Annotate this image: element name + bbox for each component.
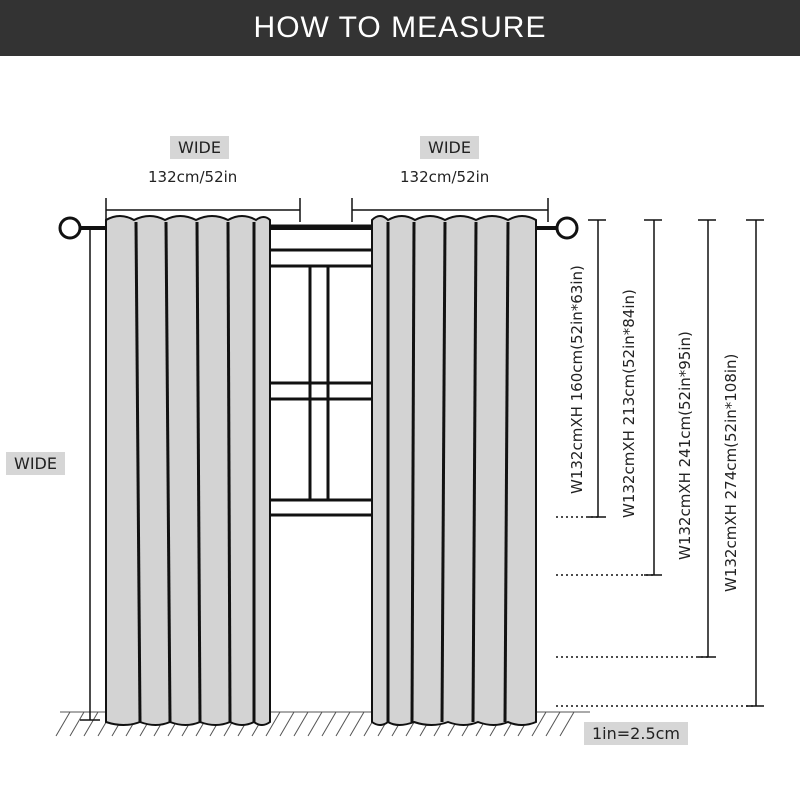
- dotted-guides: [556, 516, 756, 707]
- floor-hatch-line: [321, 711, 337, 737]
- width-dimension-left: [105, 198, 301, 222]
- floor-hatch-line: [279, 711, 295, 737]
- floor-hatch-line: [531, 711, 547, 737]
- size-label-241: W132cmXH 241cm(52in*95in): [676, 331, 694, 560]
- curtain-panel-left: [105, 215, 271, 726]
- floor-hatch-line: [349, 711, 365, 737]
- height-dimension-left: [80, 228, 100, 721]
- height-tag: WIDE: [6, 452, 65, 475]
- floor-hatch-line: [293, 711, 309, 737]
- height-dimensions-right: [588, 219, 764, 707]
- right-width-value: 132cm/52in: [400, 168, 490, 186]
- page-title: HOW TO MEASURE: [253, 11, 547, 44]
- curtain-panel-right: [371, 215, 537, 726]
- right-width-tag: WIDE: [420, 136, 479, 159]
- window: [270, 224, 372, 517]
- floor-hatch-line: [83, 711, 99, 737]
- floor-hatch-line: [559, 711, 575, 737]
- left-width-value: 132cm/52in: [148, 168, 238, 186]
- size-label-160: W132cmXH 160cm(52in*63in): [568, 265, 586, 494]
- floor-hatch-line: [55, 711, 71, 737]
- conversion-note: 1in=2.5cm: [584, 722, 688, 745]
- floor-hatch-line: [545, 711, 561, 737]
- size-label-274: W132cmXH 274cm(52in*108in): [722, 353, 740, 592]
- floor-hatch-line: [265, 711, 281, 737]
- rod-finial-left: [58, 216, 82, 240]
- width-dimension-right: [351, 198, 549, 222]
- rod-finial-right: [555, 216, 579, 240]
- left-width-tag: WIDE: [170, 136, 229, 159]
- floor-hatch-line: [307, 711, 323, 737]
- header-bar: HOW TO MEASURE: [0, 0, 800, 56]
- floor-hatch-line: [335, 711, 351, 737]
- size-label-213: W132cmXH 213cm(52in*84in): [620, 289, 638, 518]
- floor-hatch-line: [69, 711, 85, 737]
